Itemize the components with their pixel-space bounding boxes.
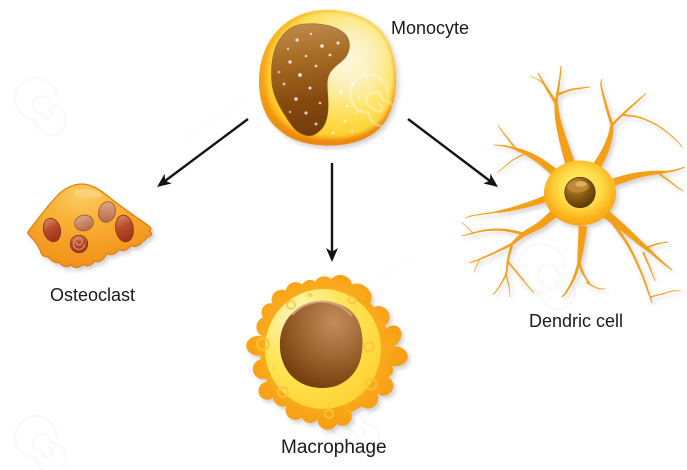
svg-text:dreamstime: dreamstime — [178, 89, 253, 145]
